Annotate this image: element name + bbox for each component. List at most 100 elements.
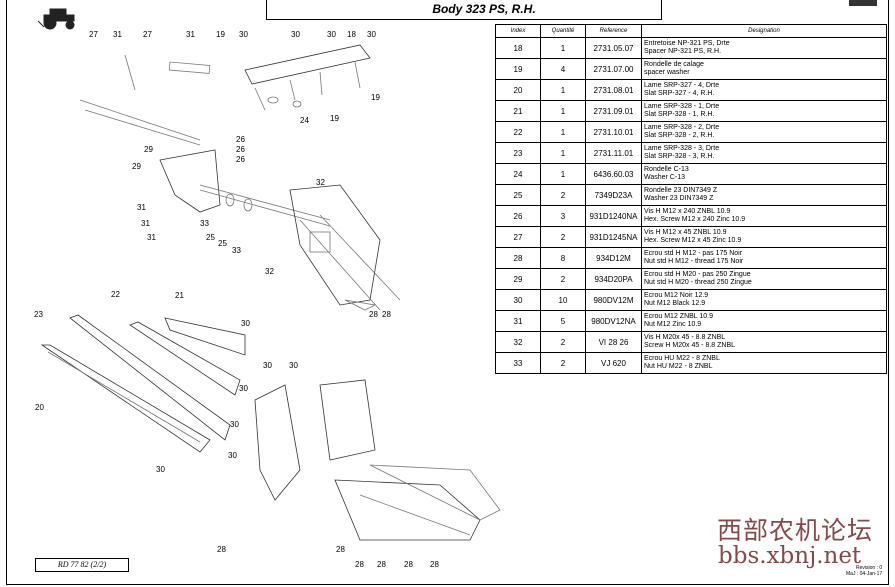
reference-cell: 934D12M xyxy=(585,247,642,269)
callout-label: 23 xyxy=(34,310,43,319)
designation-french: Vis H M12 x 45 ZNBL 10.9 xyxy=(644,229,727,236)
callout-label: 25 xyxy=(206,233,215,242)
index-cell: 27 xyxy=(495,226,541,248)
callout-label: 30 xyxy=(241,319,250,328)
designation-french: Ecrou std H M20 - pas 250 Zingue xyxy=(644,271,751,278)
index-cell: 32 xyxy=(495,331,541,353)
reference-cell: 7349D23A xyxy=(585,184,642,206)
callout-label: 26 xyxy=(236,135,245,144)
designation-english: Hex. Screw M12 x 45 Zinc 10.9 xyxy=(644,237,742,244)
designation-french: Ecrou HU M22 - 8 ZNBL xyxy=(644,355,720,362)
reference-cell: 934D20PA xyxy=(585,268,642,290)
callout-label: 19 xyxy=(330,114,339,123)
callout-label: 19 xyxy=(371,93,380,102)
index-cell: 21 xyxy=(495,100,541,122)
index-cell: 20 xyxy=(495,79,541,101)
designation-french: Lame SRP-327 - 4, Drte xyxy=(644,82,720,89)
callout-label: 30 xyxy=(228,451,237,460)
reference-cell: 6436.60.03 xyxy=(585,163,642,185)
index-cell: 25 xyxy=(495,184,541,206)
callout-label: 30 xyxy=(239,384,248,393)
revision-text: Revision : 0 xyxy=(856,565,883,571)
callout-label: 28 xyxy=(336,545,345,554)
callout-label: 31 xyxy=(137,203,146,212)
quantity-cell: 5 xyxy=(540,310,586,332)
quantity-cell: 10 xyxy=(540,289,586,311)
reference-cell: 2731.09.01 xyxy=(585,100,642,122)
designation-english: spacer washer xyxy=(644,69,690,76)
designation-english: Slat SRP-328 - 3, R.H. xyxy=(644,153,715,160)
reference-cell: 931D1240NA xyxy=(585,205,642,227)
index-cell: 30 xyxy=(495,289,541,311)
callout-label: 27 xyxy=(143,30,152,39)
designation-french: Lame SRP-328 - 1, Drte xyxy=(644,103,720,110)
callout-label: 30 xyxy=(156,465,165,474)
reference-cell: 2731.08.01 xyxy=(585,79,642,101)
reference-cell: VJ 620 xyxy=(585,352,642,374)
column-header-designation: Designation xyxy=(641,24,887,38)
callout-label: 26 xyxy=(236,145,245,154)
index-cell: 26 xyxy=(495,205,541,227)
callout-label: 31 xyxy=(147,233,156,242)
callout-label: 21 xyxy=(175,291,184,300)
designation-english: Spacer NP-321 PS, R.H. xyxy=(644,48,722,55)
callout-label: 30 xyxy=(230,420,239,429)
callout-label: 30 xyxy=(367,30,376,39)
designation-english: Hex. Screw M12 x 240 Zinc 10.9 xyxy=(644,216,746,223)
designation-french: Vis H M12 x 240 ZNBL 10.9 xyxy=(644,208,731,215)
revision-info: Revision : 0 MaJ : 04-Jan-17 xyxy=(846,565,882,577)
quantity-cell: 2 xyxy=(540,352,586,374)
callout-label: 32 xyxy=(316,178,325,187)
quantity-cell: 1 xyxy=(540,37,586,59)
callout-label: 31 xyxy=(141,219,150,228)
callout-label: 28 xyxy=(217,545,226,554)
quantity-cell: 1 xyxy=(540,100,586,122)
table-header-row: Index Quantité Reference Designation xyxy=(495,24,887,38)
reference-cell: 980DV12M xyxy=(585,289,642,311)
quantity-cell: 2 xyxy=(540,268,586,290)
designation-english: Slat SRP-327 - 4, R.H. xyxy=(644,90,715,97)
quantity-cell: 8 xyxy=(540,247,586,269)
callout-label: 31 xyxy=(113,30,122,39)
designation-english: Nut std H M20 - thread 250 Zingue xyxy=(644,279,752,286)
index-cell: 31 xyxy=(495,310,541,332)
callout-label: 20 xyxy=(35,403,44,412)
column-header-quantity: Quantité xyxy=(540,24,586,38)
publisher-logo xyxy=(849,0,877,6)
callout-label: 28 xyxy=(382,310,391,319)
index-cell: 18 xyxy=(495,37,541,59)
callout-label: 28 xyxy=(355,560,364,569)
callout-label: 33 xyxy=(232,246,241,255)
callout-label: 30 xyxy=(291,30,300,39)
tractor-logo-icon xyxy=(37,8,75,30)
reference-cell: 2731.05.07 xyxy=(585,37,642,59)
designation-english: Screw H M20x 45 - 8.8 ZNBL xyxy=(644,342,736,349)
quantity-cell: 1 xyxy=(540,79,586,101)
reference-cell: 2731.07.00 xyxy=(585,58,642,80)
slat-group xyxy=(40,314,246,453)
quantity-cell: 2 xyxy=(540,226,586,248)
callout-label: 29 xyxy=(132,162,141,171)
callout-label: 28 xyxy=(430,560,439,569)
designation-french: Rondelle C-13 xyxy=(644,166,689,173)
callout-label: 33 xyxy=(200,219,209,228)
callout-label: 18 xyxy=(347,30,356,39)
designation-french: Entretoise NP-321 PS, Drte xyxy=(644,40,730,47)
